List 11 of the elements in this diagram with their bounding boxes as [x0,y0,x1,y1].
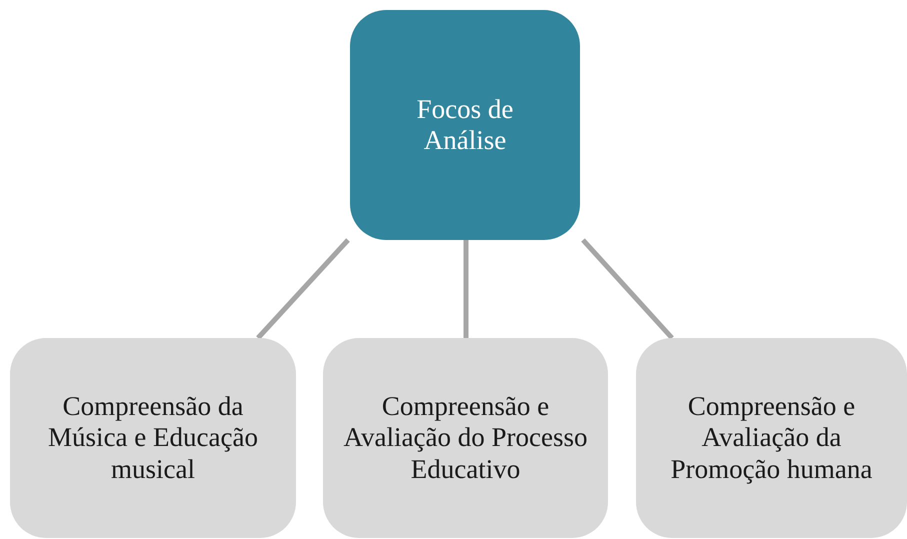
node-label: Compreensão da Música e Educação musical [47,391,259,485]
node-label: Compreensão e Avaliação da Promoção humana [670,391,874,485]
topic-box [636,338,907,538]
topic-box [10,338,296,538]
topic-box [323,338,608,538]
connector-line [256,238,350,340]
connector-line [581,238,674,340]
root-box [350,10,580,240]
connector-line [464,240,468,338]
node-label: Focos de Análise [416,94,514,156]
node-label: Compreensão e Avaliação do Processo Educativo [342,391,588,485]
